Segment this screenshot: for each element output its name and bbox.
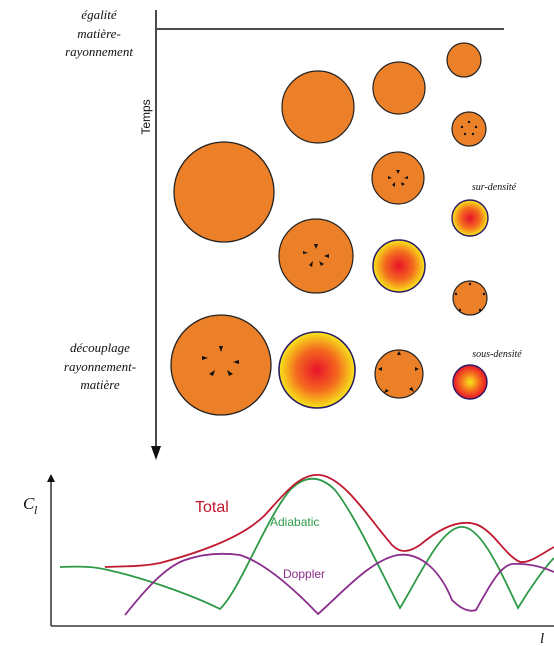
region-large-uniform: [173, 141, 275, 243]
outflow-arrows-small: [378, 351, 419, 393]
egalite-label: égalité matière- rayonnement: [65, 7, 133, 59]
region-small-rebounding: [374, 349, 424, 399]
decouplage-line-2: rayonnement-: [64, 359, 136, 374]
plot-y-arrow: [47, 474, 55, 482]
time-axis-arrow: [151, 446, 161, 460]
region-small-uniform: [372, 61, 426, 115]
y-label-sub: l: [34, 503, 38, 517]
region-tiny-rarefied: [452, 364, 488, 400]
egalite-line-2: matière-: [77, 26, 121, 41]
infall-arrows-small: [388, 170, 408, 187]
region-tiny-collapsing: [451, 111, 487, 147]
region-large-collapsing: [170, 314, 272, 416]
infall-arrows-large: [202, 346, 239, 376]
temps-label: Temps: [139, 99, 153, 134]
region-small-compressed: [372, 239, 426, 293]
decouplage-label: découplage rayonnement- matière: [64, 340, 136, 392]
adiabatic-series-label: Adiabatic: [270, 515, 319, 529]
sous-densite-label: sous-densité: [472, 349, 522, 360]
region-medium-collapsing: [278, 218, 354, 294]
y-label-main: C: [23, 494, 35, 513]
sur-densite-label: sur-densité: [472, 182, 517, 193]
outflow-arrows-tiny: [454, 282, 486, 312]
adiabatic-curve: [59, 477, 554, 611]
infall-arrows-tiny: [460, 120, 478, 136]
region-tiny-rebounding: [452, 280, 488, 316]
egalite-line-3: rayonnement: [65, 44, 133, 59]
region-tiny-compressed: [451, 199, 489, 237]
total-series-label: Total: [195, 499, 229, 516]
egalite-line-1: égalité: [81, 7, 118, 22]
region-medium-compressed: [278, 331, 356, 409]
decouplage-line-3: matière: [80, 377, 119, 392]
infall-arrows-medium: [303, 244, 329, 267]
region-small-collapsing: [371, 151, 425, 205]
x-label: l: [540, 631, 544, 646]
doppler-series-label: Doppler: [283, 567, 325, 581]
decouplage-line-1: découplage: [70, 340, 130, 355]
region-tiny-uniform: [446, 42, 482, 78]
region-medium-uniform: [281, 70, 355, 144]
doppler-curve: [124, 552, 554, 616]
total-curve: [104, 474, 554, 568]
